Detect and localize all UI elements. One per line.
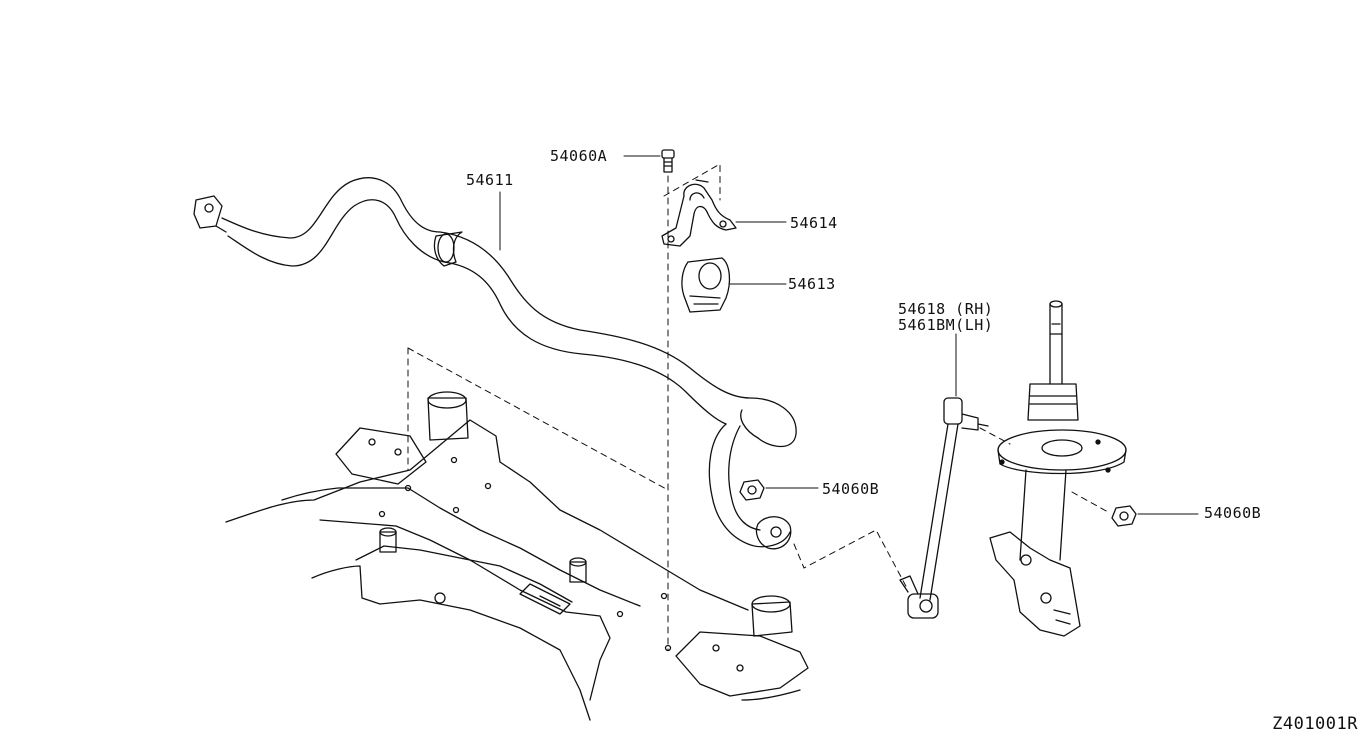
- label-link-lh: 5461BM(LH): [898, 316, 994, 334]
- subframe: [226, 392, 808, 720]
- label-link-rh: 54618 (RH): [898, 300, 994, 318]
- label-nut-strut: 54060B: [1204, 504, 1262, 522]
- label-bolt: 54060A: [550, 147, 608, 165]
- alignment-dash-lines: [408, 164, 1108, 650]
- nut-bar: [740, 480, 764, 500]
- strut-assembly: [990, 301, 1126, 636]
- bushing: [682, 258, 730, 312]
- label-bushing: 54613: [788, 275, 836, 293]
- stabilizer-link: [900, 398, 988, 618]
- leader-lines: [500, 156, 1198, 514]
- nut-strut: [1112, 506, 1136, 526]
- label-stabilizer-bar: 54611: [466, 171, 514, 189]
- clamp-bracket: [662, 180, 736, 246]
- bolt-54060a: [662, 150, 674, 172]
- label-nut-bar: 54060B: [822, 480, 880, 498]
- diagram-id: Z401001R: [1272, 714, 1358, 734]
- label-bracket: 54614: [790, 214, 838, 232]
- stabilizer-bar: [194, 178, 796, 549]
